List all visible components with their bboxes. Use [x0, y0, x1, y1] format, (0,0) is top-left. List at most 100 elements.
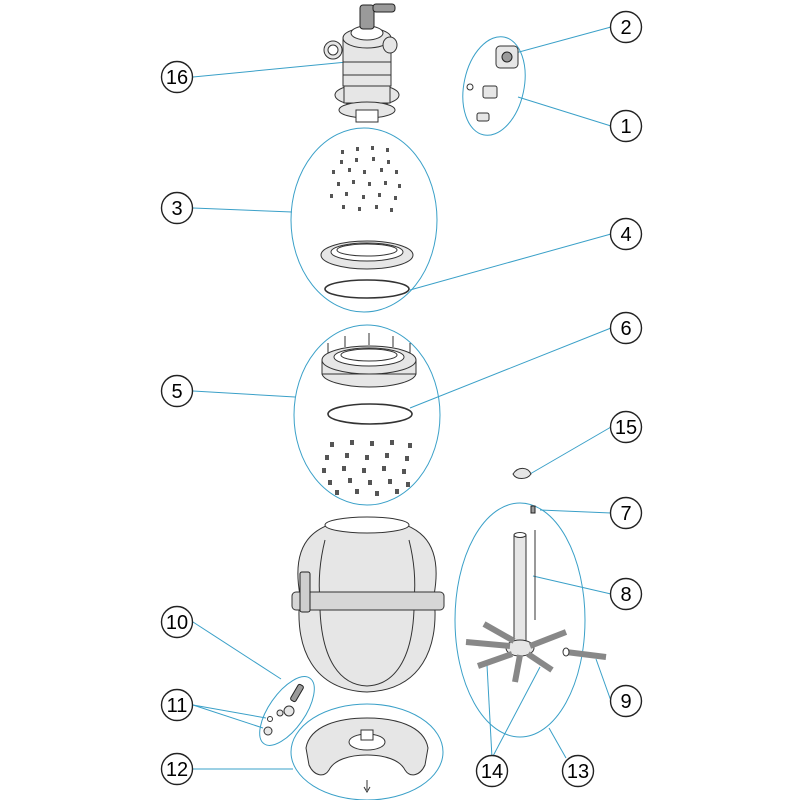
callout-circle — [609, 684, 643, 718]
screw-dot — [358, 207, 361, 211]
callout-number: 5 — [171, 381, 182, 403]
cap-part-15 — [512, 467, 532, 479]
leader-14a — [486, 664, 493, 759]
leader-9 — [595, 658, 612, 702]
laterals-part-14 — [465, 621, 568, 683]
screw-dot — [325, 455, 329, 460]
nut-set-part-5 — [322, 440, 412, 496]
callout-circle — [160, 752, 194, 786]
screw-dot — [398, 184, 401, 188]
callout-circle — [609, 109, 643, 143]
screw-dot — [356, 147, 359, 151]
screw-dot — [340, 160, 343, 164]
leader-8 — [532, 575, 612, 595]
callout-number: 12 — [166, 759, 188, 781]
screw-dot — [350, 440, 354, 445]
screw-dot — [363, 170, 366, 174]
leader-16 — [192, 61, 348, 78]
o-ring-part-4 — [324, 279, 410, 299]
screw-dot — [408, 443, 412, 448]
screw-dot — [355, 158, 358, 162]
leader-3 — [192, 207, 293, 213]
screw-dot — [362, 468, 366, 473]
leader-14b — [491, 666, 541, 759]
callout-3: 3 — [160, 191, 194, 225]
screw-dot — [368, 182, 371, 186]
callout-number: 2 — [620, 17, 631, 39]
base-part-12 — [305, 717, 429, 793]
group-ring-10 — [259, 676, 315, 746]
callout-circle — [475, 754, 509, 788]
callout-circle — [160, 605, 194, 639]
screw-dot — [385, 453, 389, 458]
callout-4: 4 — [609, 217, 643, 251]
screw-set-part-3 — [330, 146, 401, 212]
callout-1: 1 — [609, 109, 643, 143]
callout-number: 4 — [620, 224, 631, 246]
callout-circle — [609, 217, 643, 251]
leader-5 — [192, 390, 296, 398]
screw-dot — [406, 482, 410, 487]
leader-13 — [548, 727, 567, 759]
screw-dot — [395, 489, 399, 494]
screw-dot — [372, 157, 375, 161]
screw-dot — [370, 441, 374, 446]
screw-dot — [342, 205, 345, 209]
screw-dot — [382, 466, 386, 471]
callout-number: 11 — [167, 695, 188, 717]
callout-11: 11 — [160, 688, 194, 722]
screw-dot — [402, 469, 406, 474]
leader-6 — [409, 327, 612, 409]
leader-11a — [192, 704, 267, 719]
fittings-part-1 — [466, 45, 519, 122]
drain-fittings-part-10 — [276, 683, 304, 717]
callout-7: 7 — [609, 496, 643, 530]
leader-10 — [192, 621, 282, 680]
screw-dot — [330, 442, 334, 447]
screw-dot — [341, 150, 344, 154]
screw-dot — [368, 480, 372, 485]
callout-circle — [160, 191, 194, 225]
leader-11b — [192, 704, 264, 729]
callout-16: 16 — [160, 60, 194, 94]
leader-7 — [539, 509, 612, 514]
screw-dot — [378, 193, 381, 197]
neck-flange-part-5 — [321, 333, 417, 388]
screw-dot — [394, 196, 397, 200]
callout-number: 15 — [615, 417, 637, 439]
screw-dot — [348, 168, 351, 172]
screw-dot — [337, 182, 340, 186]
leader-4 — [409, 233, 612, 291]
callout-14: 14 — [475, 754, 509, 788]
screw-dot — [322, 468, 326, 473]
leader-1 — [517, 96, 612, 127]
screw-dot — [332, 170, 335, 174]
callout-number: 9 — [620, 691, 631, 713]
screw-dot — [384, 181, 387, 185]
callout-number: 3 — [171, 198, 182, 220]
callout-circle — [609, 577, 643, 611]
group-ring-1 — [462, 36, 526, 136]
multiport-valve-part-16 — [323, 3, 400, 123]
callout-number: 10 — [166, 612, 188, 634]
callout-circle — [561, 754, 595, 788]
screw-dot — [362, 195, 365, 199]
screw-dot — [388, 479, 392, 484]
callout-2: 2 — [609, 10, 643, 44]
diffuser-cover-part-3 — [320, 240, 414, 270]
screw-dot — [355, 489, 359, 494]
leader-2 — [507, 26, 612, 56]
screw-dot — [375, 491, 379, 496]
screw-dot — [390, 440, 394, 445]
callout-number: 16 — [166, 67, 188, 89]
plugs-part-11 — [263, 716, 273, 736]
leader-15 — [529, 426, 612, 475]
callout-number: 8 — [620, 584, 631, 606]
callout-circle — [609, 311, 643, 345]
screw-dot — [371, 146, 374, 150]
screw-dot — [345, 192, 348, 196]
lateral-part-9 — [562, 647, 607, 660]
screw-part-7 — [530, 505, 536, 514]
